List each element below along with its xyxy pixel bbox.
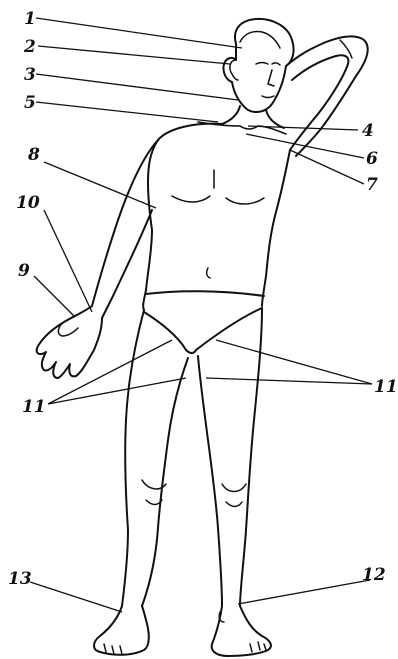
label-8: 8 xyxy=(27,145,40,165)
label-12: 12 xyxy=(362,565,386,585)
eye-right xyxy=(272,63,280,65)
left-leg-inner xyxy=(142,358,188,606)
label-2: 2 xyxy=(23,37,36,57)
leader-3 xyxy=(36,74,238,100)
label-11-right: 11 xyxy=(374,377,398,397)
underwear-waistband xyxy=(146,291,264,296)
label-3: 3 xyxy=(24,65,36,85)
leader-11b xyxy=(48,378,186,404)
right-kneecap xyxy=(226,502,242,507)
leader-lines xyxy=(30,18,372,612)
right-knee xyxy=(222,484,246,492)
label-13: 13 xyxy=(8,569,32,589)
label-9: 9 xyxy=(18,261,30,281)
pectoral-left xyxy=(172,196,210,202)
thumb xyxy=(58,322,78,336)
ear-outline xyxy=(230,60,238,80)
pectoral-right xyxy=(226,198,264,204)
label-7: 7 xyxy=(366,175,378,195)
leader-5 xyxy=(36,102,218,122)
leader-11c xyxy=(216,340,372,384)
leader-2 xyxy=(38,46,230,64)
human-figure-outline xyxy=(37,19,368,656)
leader-11d xyxy=(206,378,372,384)
torso-right-outline xyxy=(262,150,290,306)
hair xyxy=(240,31,280,48)
head-outline xyxy=(223,19,293,112)
leader-9 xyxy=(34,276,74,316)
eye-left xyxy=(256,63,268,65)
neck-right xyxy=(266,110,284,128)
right-leg-inner xyxy=(198,356,222,606)
navel xyxy=(207,268,210,278)
neck-left xyxy=(222,106,240,124)
leader-12 xyxy=(238,580,370,604)
label-10: 10 xyxy=(16,193,40,213)
leader-10 xyxy=(44,210,92,312)
right-foot-outline xyxy=(212,606,271,656)
leader-4 xyxy=(248,126,358,130)
nose xyxy=(268,70,274,86)
label-4: 4 xyxy=(362,121,374,141)
leader-11a xyxy=(48,340,172,404)
underwear-crotch xyxy=(186,350,196,353)
label-1: 1 xyxy=(24,9,36,29)
label-11-left: 11 xyxy=(22,397,46,417)
leader-13 xyxy=(30,582,122,612)
right-toes xyxy=(250,642,266,652)
mouth xyxy=(262,96,274,98)
leader-6 xyxy=(246,134,364,158)
left-leg-outer xyxy=(122,310,144,606)
torso-left-outline xyxy=(143,124,222,310)
left-toes xyxy=(104,644,122,654)
label-6: 6 xyxy=(366,149,378,169)
left-hand-outline xyxy=(37,306,102,378)
leader-1 xyxy=(36,18,242,48)
left-arm-outer xyxy=(92,140,158,306)
label-5: 5 xyxy=(24,93,36,113)
left-foot-outline xyxy=(94,606,149,655)
